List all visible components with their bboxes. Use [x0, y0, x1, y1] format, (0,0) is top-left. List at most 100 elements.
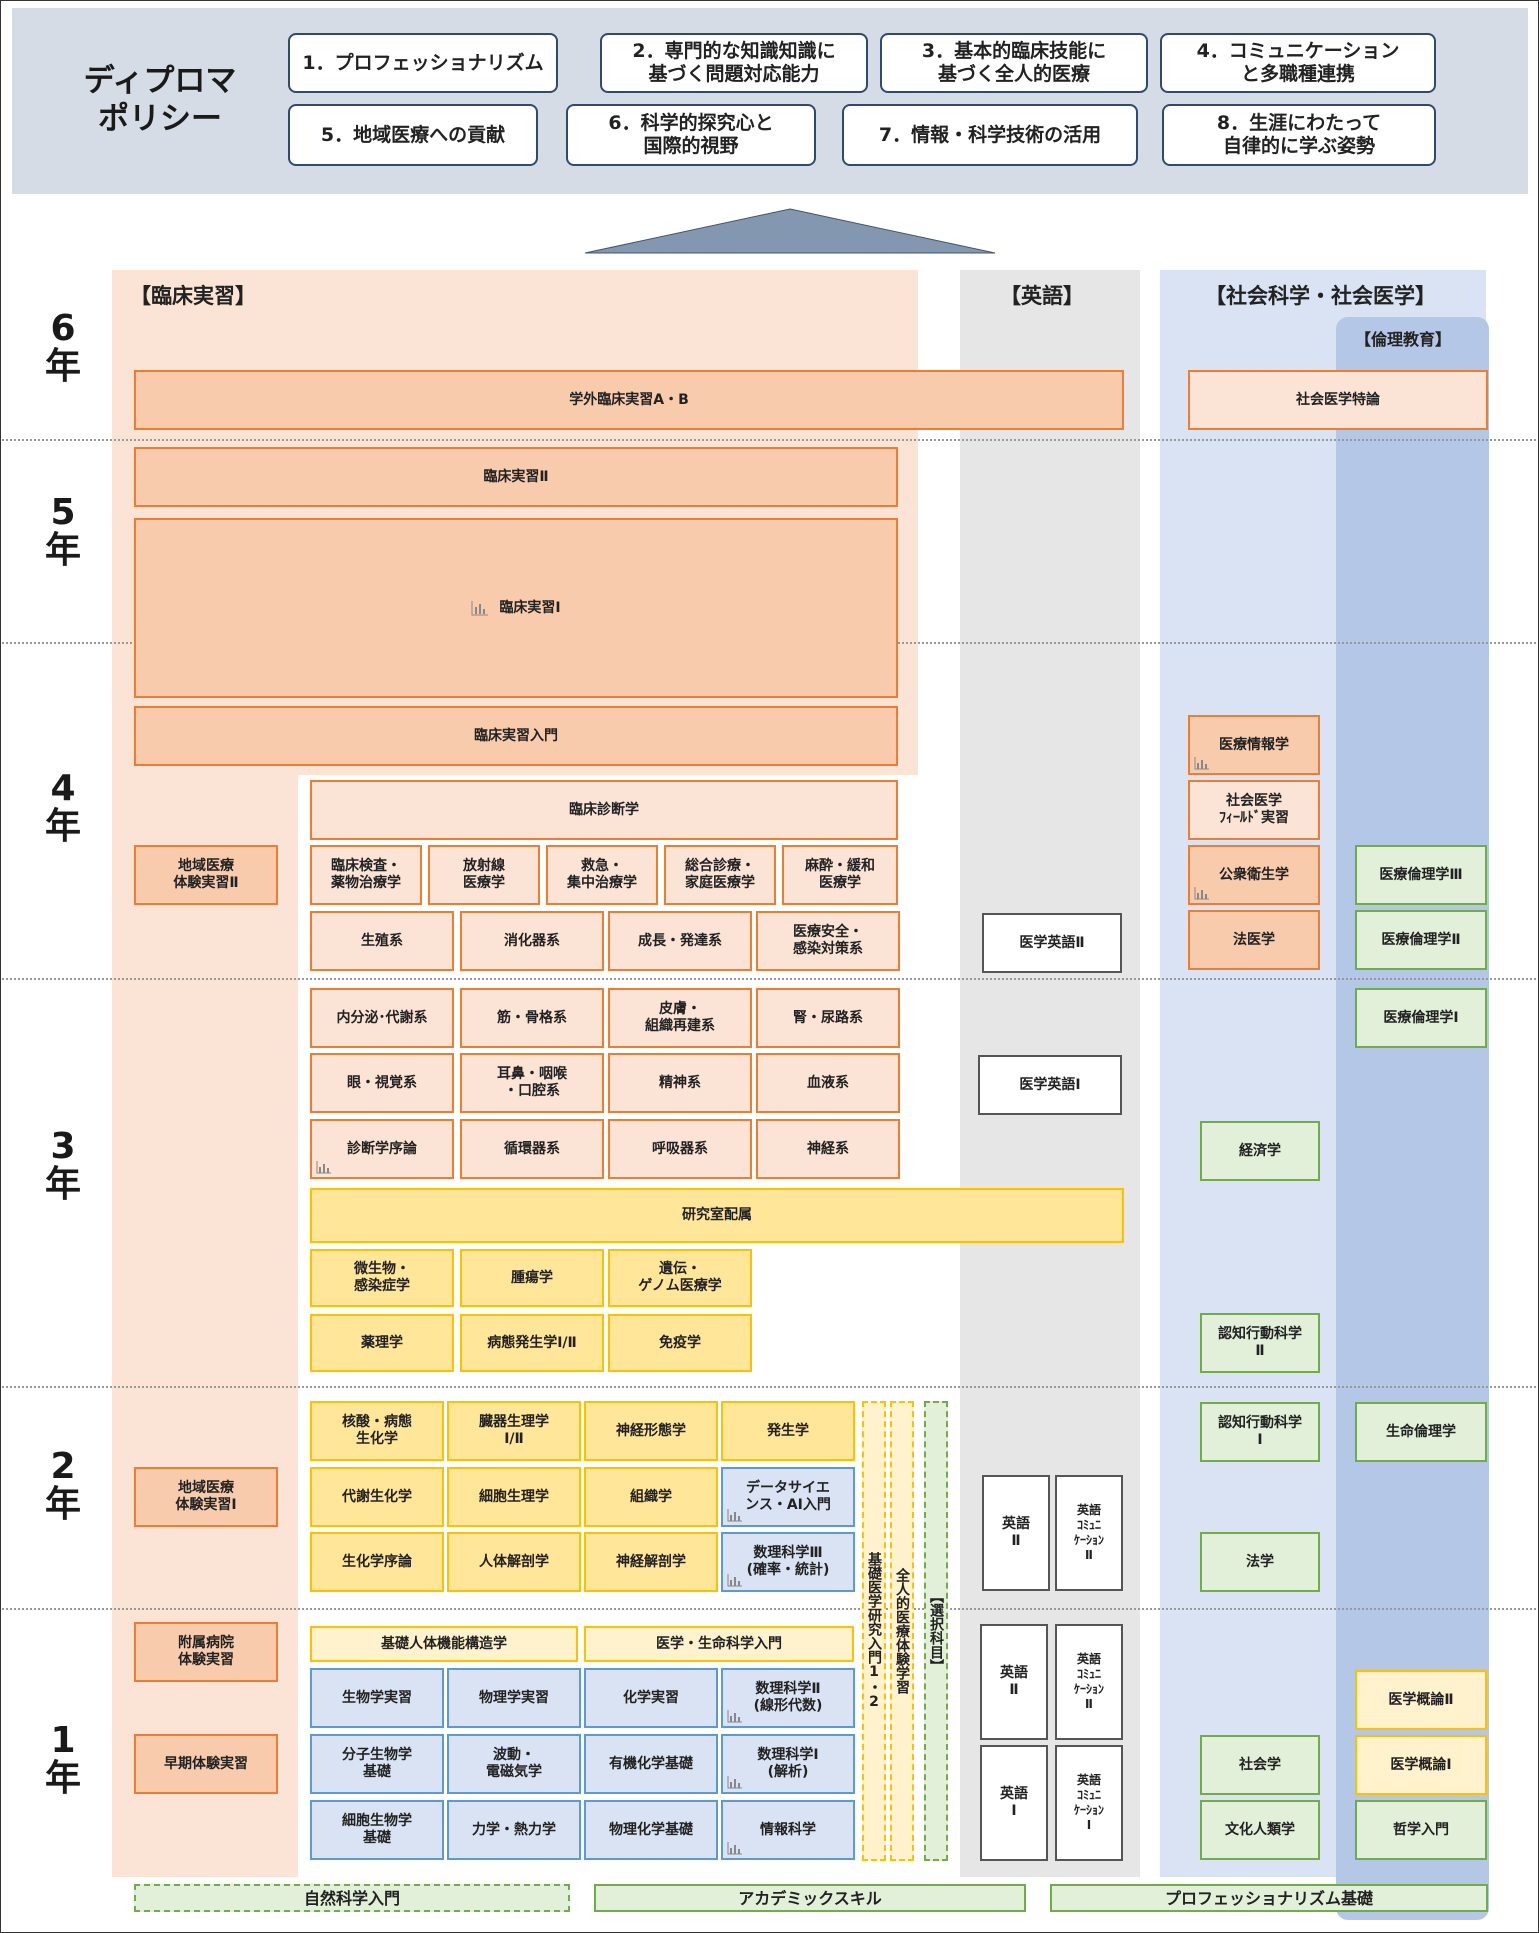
course-y2-9: 生化学序論	[310, 1532, 444, 1592]
course-ninchi-1: 認知行動科学 Ⅰ	[1200, 1402, 1320, 1462]
course-y1-9: 細胞生物学 基礎	[310, 1800, 444, 1860]
course-y1-4: 数理科学Ⅱ (線形代数)	[721, 1668, 855, 1728]
course-eigo-2-y2: 英語 Ⅱ	[982, 1475, 1050, 1591]
course-y4-4: 総合診療・ 家庭医療学	[664, 845, 776, 905]
course-rinsho-nyumon: 臨床実習入門	[134, 706, 898, 766]
course-bunka: 文化人類学	[1200, 1800, 1320, 1860]
course-y3b-2: 腫瘍学	[460, 1249, 604, 1307]
course-eigo1-med: 医学英語Ⅰ	[978, 1055, 1122, 1115]
course-y4-1: 臨床検査・ 薬物治療学	[310, 845, 422, 905]
course-kiso-kenkyu: 基礎医学研究入門1・2	[862, 1401, 886, 1861]
course-rinsho-1: 臨床実習Ⅰ	[134, 518, 898, 698]
course-rinsho-1-label: 臨床実習Ⅰ	[499, 599, 561, 616]
course-y3b-4: 薬理学	[310, 1314, 454, 1372]
year-divider	[2, 978, 1536, 980]
course-y3b-6: 免疫学	[608, 1314, 752, 1372]
year-1-label: 1 年	[44, 1720, 81, 1799]
course-iryo-joho-label: 医療情報学	[1219, 736, 1289, 753]
diploma-policy-title: ディプロマ ポリシー	[83, 63, 237, 137]
year-divider	[2, 1608, 1536, 1610]
course-eigo2-med: 医学英語Ⅱ	[982, 913, 1122, 973]
policy-1: 1．プロフェッショナリズム	[288, 33, 558, 93]
policy-3: 3．基本的臨床技能に 基づく全人的医療	[880, 33, 1148, 93]
course-y2-6: 細胞生理学	[447, 1467, 581, 1527]
footer-academic: アカデミックスキル	[594, 1884, 1026, 1912]
course-hogaku: 法学	[1200, 1532, 1320, 1592]
course-y1-10: 力学・熱力学	[447, 1800, 581, 1860]
chart-icon	[727, 1509, 742, 1522]
course-y2-8-label: データサイエ ンス・AI入門	[745, 1480, 831, 1513]
course-y3-7: 精神系	[608, 1053, 752, 1113]
course-y4-5: 麻酔・緩和 医療学	[782, 845, 898, 905]
year-4-label: 4 年	[44, 768, 81, 847]
course-y2-4: 発生学	[721, 1401, 855, 1461]
course-kiso-jintai: 基礎人体機能構造学	[310, 1626, 578, 1662]
course-y3-9-label: 診断学序論	[347, 1140, 417, 1157]
course-chiiki-1: 地域医療 体験実習Ⅰ	[134, 1467, 278, 1527]
course-igaku-gairon-2: 医学概論Ⅱ	[1355, 1670, 1487, 1730]
course-koshu: 公衆衛生学	[1188, 845, 1320, 905]
ethics-area	[1336, 317, 1489, 1920]
course-rinsho-shindan: 臨床診断学	[310, 780, 898, 840]
course-shakaigaku: 社会学	[1200, 1735, 1320, 1795]
year-5-label: 5 年	[44, 492, 81, 571]
course-y4-8: 成長・発達系	[608, 911, 752, 971]
chart-icon	[727, 1574, 742, 1587]
course-y1-6: 波動・ 電磁気学	[447, 1734, 581, 1794]
course-tetsugaku: 哲学入門	[1355, 1800, 1487, 1860]
year-6-label: 6 年	[44, 308, 81, 387]
policy-5: 5．地域医療への貢献	[288, 104, 538, 166]
course-y3b-3: 遺伝・ ゲノム医療学	[608, 1249, 752, 1307]
course-y2-3: 神経形態学	[584, 1401, 718, 1461]
course-chiiki-2: 地域医療 体験実習Ⅱ	[134, 845, 278, 905]
year-divider	[2, 439, 1536, 441]
course-y1-12-label: 情報科学	[760, 1821, 816, 1838]
course-y3-5: 眼・視覚系	[310, 1053, 454, 1113]
course-koshu-label: 公衆衛生学	[1219, 866, 1289, 883]
course-y1-7: 有機化学基礎	[584, 1734, 718, 1794]
course-y4-9: 医療安全・ 感染対策系	[756, 911, 900, 971]
course-y2-5: 代謝生化学	[310, 1467, 444, 1527]
course-y2-10: 人体解剖学	[447, 1532, 581, 1592]
upward-arrow-triangle	[584, 208, 996, 254]
course-y2-1: 核酸・病態 生化学	[310, 1401, 444, 1461]
clinical-area-lower	[112, 775, 298, 1877]
course-kenkyushitsu: 研究室配属	[310, 1188, 1124, 1243]
course-y1-2: 物理学実習	[447, 1668, 581, 1728]
category-ethics: 【倫理教育】	[1355, 330, 1452, 349]
policy-7: 7．情報・科学技術の活用	[842, 104, 1138, 166]
footer-professionalism: プロフェッショナリズム基礎	[1050, 1884, 1488, 1912]
course-y2-7: 組織学	[584, 1467, 718, 1527]
chart-icon	[1194, 757, 1209, 770]
course-y1-3: 化学実習	[584, 1668, 718, 1728]
course-rinri-3: 医療倫理学Ⅲ	[1355, 845, 1487, 905]
course-rinri-2: 医療倫理学Ⅱ	[1355, 910, 1487, 970]
course-y3-10: 循環器系	[460, 1119, 604, 1179]
course-y1-4-label: 数理科学Ⅱ (線形代数)	[753, 1681, 823, 1714]
chart-icon	[316, 1161, 331, 1174]
course-y3-1: 内分泌･代謝系	[310, 988, 454, 1048]
course-igaku-gairon-1: 医学概論Ⅰ	[1355, 1735, 1487, 1795]
course-comm-1: 英語 ｺﾐｭﾆ ｹｰｼｮﾝ Ⅰ	[1055, 1745, 1123, 1861]
course-y3-2: 筋・骨格系	[460, 988, 604, 1048]
course-y3-12: 神経系	[756, 1119, 900, 1179]
course-gakugai: 学外臨床実習A・B	[134, 370, 1124, 430]
course-sentaku: 【選択科目】	[924, 1401, 948, 1861]
course-y2-12-label: 数理科学Ⅲ (確率・統計)	[746, 1545, 830, 1578]
course-y3-8: 血液系	[756, 1053, 900, 1113]
course-y1-5: 分子生物学 基礎	[310, 1734, 444, 1794]
chart-icon	[1194, 887, 1209, 900]
course-ninchi-2: 認知行動科学 Ⅱ	[1200, 1313, 1320, 1373]
course-keizai: 経済学	[1200, 1121, 1320, 1181]
course-y2-12: 数理科学Ⅲ (確率・統計)	[721, 1532, 855, 1592]
course-zenjin: 全人的医療体験学習	[890, 1401, 914, 1861]
course-y4-2: 放射線 医療学	[428, 845, 540, 905]
chart-icon	[727, 1710, 742, 1723]
category-social: 【社会科学・社会医学】	[1205, 284, 1436, 308]
year-3-label: 3 年	[44, 1126, 81, 1205]
course-y1-12: 情報科学	[721, 1800, 855, 1860]
course-y3b-1: 微生物・ 感染症学	[310, 1249, 454, 1307]
chart-icon	[471, 601, 489, 616]
course-eigo-1: 英語 Ⅰ	[980, 1745, 1048, 1861]
course-shakai-field: 社会医学 ﾌｨｰﾙﾄﾞ実習	[1188, 780, 1320, 840]
